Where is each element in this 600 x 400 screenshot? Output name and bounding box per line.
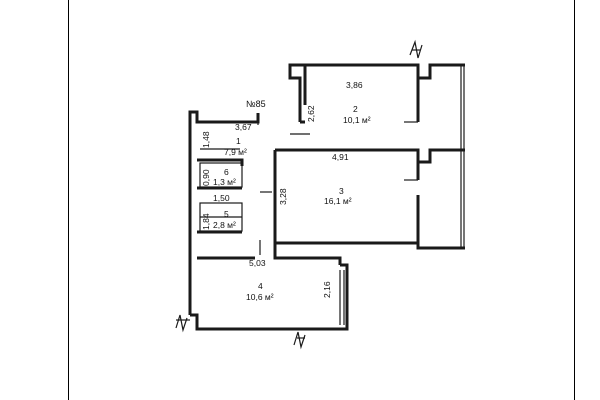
room-1-number: 1 bbox=[236, 136, 241, 146]
wall-room2-outline bbox=[288, 63, 307, 122]
dim-491: 4,91 bbox=[332, 152, 349, 162]
break-marks bbox=[175, 39, 423, 350]
sheet-frame-right bbox=[574, 0, 575, 400]
dim-328: 3,28 bbox=[278, 188, 288, 205]
room-2: 2 10,1 м² bbox=[343, 104, 371, 125]
sheet-frame-left bbox=[68, 0, 69, 400]
room-1-area: 7,9 м² bbox=[224, 147, 247, 157]
dim-184: 1,84 bbox=[201, 213, 211, 230]
wall-room3 bbox=[273, 150, 465, 250]
dim-367: 3,67 bbox=[235, 122, 252, 132]
break-mark-top bbox=[409, 39, 423, 59]
room-3-number: 3 bbox=[339, 186, 344, 196]
wall-room3-top bbox=[275, 148, 465, 164]
wall-room4-top-right bbox=[273, 243, 342, 265]
wall-top-right bbox=[305, 63, 465, 80]
interior-lines bbox=[176, 49, 465, 339]
room-6: 6 1,3 м² bbox=[213, 167, 236, 187]
room-5-area: 2,8 м² bbox=[213, 220, 236, 230]
room-3: 3 16,1 м² bbox=[324, 186, 352, 206]
room-3-area: 16,1 м² bbox=[324, 196, 352, 206]
wall-room4 bbox=[190, 263, 349, 331]
room-1: 1 7,9 м² bbox=[224, 136, 247, 157]
room-2-area: 10,1 м² bbox=[343, 115, 371, 125]
room-5: 5 2,8 м² bbox=[213, 209, 236, 230]
break-mark-bottom bbox=[293, 331, 306, 350]
room-6-area: 1,3 м² bbox=[213, 177, 236, 187]
dim-148: 1,48 bbox=[201, 131, 211, 148]
dim-503: 5,03 bbox=[249, 258, 266, 268]
dim-150: 1,50 bbox=[213, 193, 230, 203]
dim-386: 3,86 bbox=[346, 80, 363, 90]
apartment-number: №85 bbox=[246, 99, 266, 109]
room-6-number: 6 bbox=[224, 167, 229, 177]
room-4: 4 10,6 м² bbox=[246, 281, 274, 302]
dim-216: 2,16 bbox=[322, 281, 332, 298]
room-5-number: 5 bbox=[224, 209, 229, 219]
room6-frame bbox=[199, 162, 243, 188]
dim-090: 0,90 bbox=[201, 169, 211, 186]
room-2-number: 2 bbox=[353, 104, 358, 114]
dim-262: 2,62 bbox=[306, 105, 316, 122]
room-4-area: 10,6 м² bbox=[246, 292, 274, 302]
room-4-number: 4 bbox=[258, 281, 263, 291]
break-mark-left bbox=[175, 314, 188, 333]
